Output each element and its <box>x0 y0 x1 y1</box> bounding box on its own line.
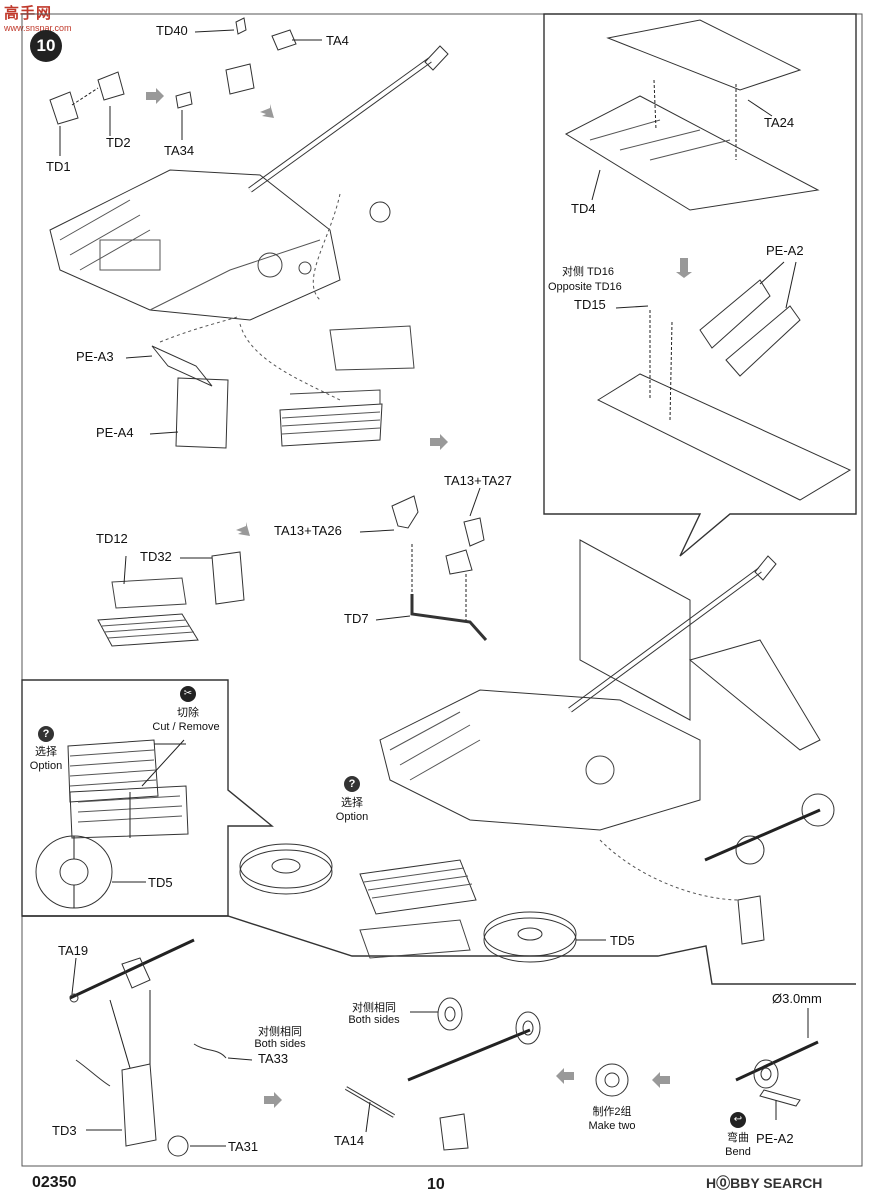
label-td16-cn: 对侧 TD16 <box>562 266 614 278</box>
label-td12: TD12 <box>96 531 128 546</box>
label-ta24: TA24 <box>764 115 795 130</box>
question-icon: ? <box>344 776 360 792</box>
page-frame <box>21 13 863 1167</box>
bend-icon: ↩ <box>730 1112 746 1128</box>
question-icon: ? <box>38 726 54 742</box>
label-option2-cn: 选择 <box>341 797 363 809</box>
label-pe-a3: PE-A3 <box>76 349 114 364</box>
label-ta13-ta27: TA13+TA27 <box>444 473 512 488</box>
label-td15: TD15 <box>574 297 606 312</box>
label-make-en: Make two <box>588 1120 636 1132</box>
label-td2: TD2 <box>106 135 131 150</box>
label-td5-main: TD5 <box>610 933 635 948</box>
label-both-en: Both sides <box>348 1014 400 1026</box>
label-make-cn: 制作2组 <box>592 1106 632 1118</box>
label-ta33: TA33 <box>258 1051 289 1066</box>
label-pe-a2-bottom: PE-A2 <box>756 1131 794 1146</box>
label-option1-en: Option <box>29 760 63 772</box>
label-bend-cn: 弯曲 <box>727 1132 749 1144</box>
label-both-cn: 对侧相同 <box>352 1002 396 1014</box>
label-ta33-en: Both sides <box>254 1038 306 1050</box>
label-ta14: TA14 <box>334 1133 365 1148</box>
watermark-search: H⓪BBY SEARCH <box>706 1175 823 1191</box>
label-td32: TD32 <box>140 549 172 564</box>
bottom-panel-border <box>22 915 856 985</box>
step-number-badge: 10 <box>30 30 62 62</box>
label-option1-cn: 选择 <box>35 746 57 758</box>
label-td4: TD4 <box>571 201 596 216</box>
label-cut-cn: 切除 <box>177 707 199 719</box>
product-code: 02350 <box>32 1174 77 1191</box>
label-ta19: TA19 <box>58 943 89 958</box>
cut-icon: ✂ <box>180 686 196 702</box>
label-td40: TD40 <box>156 23 188 38</box>
label-pe-a4: PE-A4 <box>96 425 134 440</box>
label-td5-inset: TD5 <box>148 875 173 890</box>
label-bend-en: Bend <box>725 1146 751 1158</box>
label-ta4: TA4 <box>326 33 349 48</box>
label-option2-en: Option <box>335 811 369 823</box>
label-ta34: TA34 <box>164 143 195 158</box>
label-pe-a2-top: PE-A2 <box>766 243 804 258</box>
inset-top-right <box>543 13 857 557</box>
label-diameter: Ø3.0mm <box>772 991 822 1006</box>
label-td3: TD3 <box>52 1123 77 1138</box>
label-td7: TD7 <box>344 611 369 626</box>
label-ta13-ta26: TA13+TA26 <box>274 523 342 538</box>
label-cut-en: Cut / Remove <box>152 721 220 733</box>
label-ta33-cn: 对侧相同 <box>258 1026 302 1038</box>
label-ta31: TA31 <box>228 1139 259 1154</box>
page-number: 10 <box>427 1176 445 1193</box>
label-td16-en: Opposite TD16 <box>548 281 622 293</box>
label-td1: TD1 <box>46 159 71 174</box>
